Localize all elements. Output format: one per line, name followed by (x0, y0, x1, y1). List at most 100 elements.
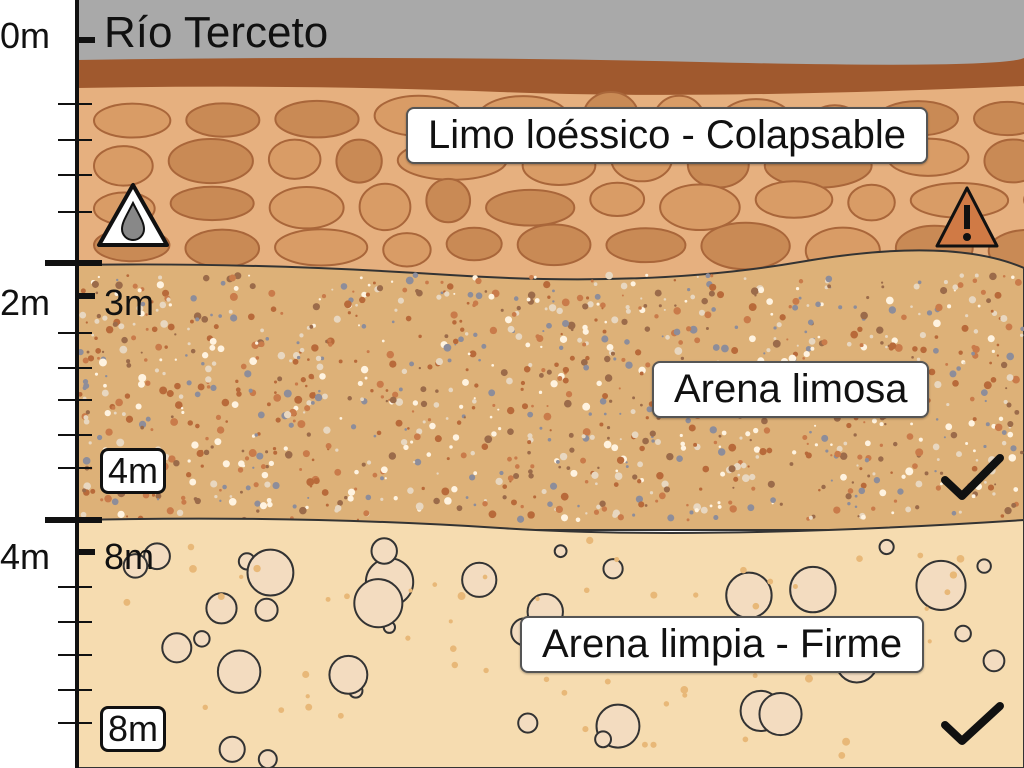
sand-speck (535, 596, 540, 602)
sand-grain (987, 335, 995, 343)
sand-grain (619, 438, 622, 441)
sand-grain (717, 291, 725, 299)
sand-grain (893, 499, 898, 503)
sand-grain (565, 391, 573, 398)
sand-grain (95, 291, 99, 295)
sand-grain (174, 401, 183, 409)
sand-grain (283, 446, 288, 451)
sand-grain (881, 285, 885, 289)
sand-grain (338, 359, 343, 364)
sand-grain (376, 430, 382, 436)
sand-grain (588, 412, 592, 416)
sand-grain (376, 380, 384, 388)
sand-grain (433, 497, 440, 505)
sand-grain (135, 403, 142, 410)
sand-grain (859, 343, 864, 348)
sand-grain (580, 358, 588, 366)
layer-label-clean-sand: Arena limpia - Firme (520, 616, 925, 673)
sand-grain (615, 469, 619, 473)
sand-speck (767, 578, 774, 585)
sand-grain (388, 452, 397, 460)
sand-grain (950, 431, 958, 439)
sand-grain (975, 458, 979, 462)
sand-grain (888, 306, 897, 314)
sand-grain (412, 460, 416, 464)
sand-grain (355, 303, 358, 307)
sand-grain (613, 357, 617, 361)
sand-grain (1019, 333, 1024, 337)
pebble (915, 559, 967, 611)
sand-grain (365, 292, 370, 297)
sand-grain (949, 370, 957, 378)
sand-grain (544, 307, 548, 311)
soil-clod (267, 138, 322, 180)
sand-speck (924, 606, 929, 611)
checkmark-icon (941, 702, 1004, 745)
sand-grain (833, 506, 841, 514)
sand-grain (680, 445, 687, 451)
sand-grain (821, 339, 828, 346)
soil-clod (185, 102, 261, 138)
sand-grain (642, 437, 649, 445)
sand-speck (448, 619, 453, 624)
sand-grain (138, 420, 147, 429)
sand-grain (318, 298, 321, 301)
sand-grain (554, 362, 559, 368)
sand-grain (712, 344, 720, 351)
sand-grain (334, 504, 342, 512)
sand-grain (718, 434, 722, 438)
sand-grain (215, 414, 222, 421)
sand-grain (185, 472, 192, 478)
sand-grain (665, 335, 670, 340)
sand-speck (305, 694, 310, 699)
sand-grain (748, 303, 757, 311)
sand-grain (174, 382, 181, 390)
sand-grain (355, 314, 358, 318)
sand-grain (534, 298, 540, 303)
sand-grain (176, 509, 184, 517)
sand-grain (625, 308, 631, 314)
sand-speck (449, 645, 457, 652)
sand-grain (158, 275, 163, 280)
sand-grain (538, 390, 543, 395)
sand-grain (354, 359, 358, 363)
pebble (216, 649, 262, 694)
sand-grain (601, 506, 608, 512)
sand-grain (933, 319, 941, 328)
sand-grain (83, 482, 91, 490)
sand-grain (717, 501, 721, 505)
sand-grain (983, 444, 987, 449)
sand-grain (770, 312, 774, 316)
sand-grain (654, 438, 661, 445)
sand-grain (440, 291, 444, 295)
sand-grain (594, 482, 598, 486)
sand-grain (344, 495, 348, 500)
sand-grain (94, 318, 100, 324)
sand-grain (779, 502, 783, 506)
soil-clod (659, 183, 741, 232)
sand-grain (556, 460, 560, 464)
sand-grain (543, 280, 551, 289)
sand-grain (235, 387, 241, 393)
sand-grain (140, 425, 145, 430)
sand-grain (91, 280, 99, 288)
sand-grain (694, 337, 701, 344)
pebble (218, 735, 246, 763)
sand-grain (749, 438, 752, 442)
sand-grain (568, 432, 574, 438)
sand-grain (612, 512, 618, 518)
sand-grain (145, 416, 151, 422)
sand-grain (977, 304, 981, 308)
sand-grain (272, 446, 277, 451)
sand-grain (126, 274, 130, 278)
sand-grain (82, 456, 91, 465)
sand-grain (97, 356, 100, 360)
sand-grain (361, 462, 366, 467)
sand-speck (302, 670, 310, 679)
sand-grain (584, 479, 589, 484)
sand-grain (265, 464, 269, 469)
sand-speck (457, 592, 466, 601)
sand-speck (202, 704, 208, 710)
sand-grain (297, 420, 306, 429)
sand-grain (624, 339, 630, 345)
